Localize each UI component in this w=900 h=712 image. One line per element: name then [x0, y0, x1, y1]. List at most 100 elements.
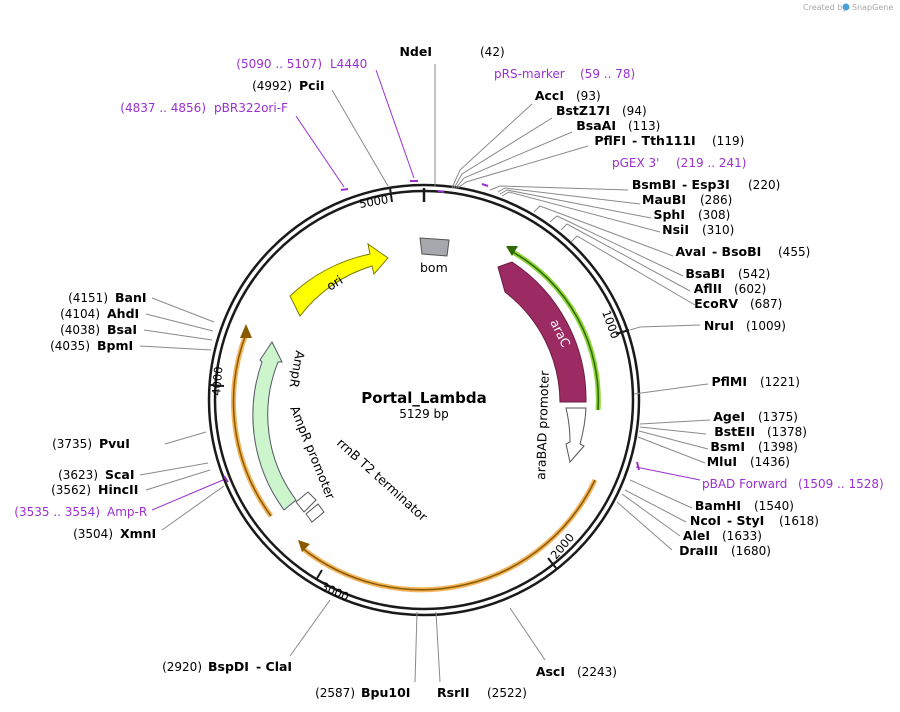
site-mlui[interactable]: MluI (1436) [707, 454, 790, 469]
site-pos: (94) [622, 104, 647, 118]
site-bsaai[interactable]: BsaAI (113) [576, 118, 660, 133]
primer-name: Amp-R [107, 505, 147, 519]
site-pflmi[interactable]: PflMI (1221) [711, 374, 799, 389]
leader-sphi [499, 189, 652, 219]
site-scai[interactable]: (3623) ScaI [58, 467, 134, 482]
site-pos: (286) [700, 193, 732, 207]
site-bsabi[interactable]: BsaBI (542) [685, 266, 770, 281]
site-name: XmnI [120, 526, 156, 541]
site-bsai[interactable]: (4038) BsaI [60, 322, 137, 337]
site-agei[interactable]: AgeI (1375) [713, 409, 798, 424]
primer-range: (5090 .. 5107) [236, 57, 322, 71]
ampr-promoter-arrow[interactable] [295, 491, 317, 513]
arabad-promoter-arrow[interactable] [565, 407, 587, 464]
tick-label-1000: 1000 [599, 308, 622, 340]
site-aflii[interactable]: AflII (602) [694, 281, 767, 296]
site-pos: (119) [712, 134, 744, 148]
ori-arrow[interactable] [289, 242, 389, 317]
tick-label-4000: 4000 [209, 366, 225, 396]
primer-range: (219 .. 241) [676, 156, 746, 170]
tick-3000 [315, 569, 323, 581]
site-pos: (1378) [767, 425, 807, 439]
tick-4000 [209, 384, 225, 387]
site-asci[interactable]: AscI (2243) [536, 664, 617, 679]
site-bamhi[interactable]: BamHI (1540) [695, 498, 794, 513]
site-pos: (2920) [162, 660, 202, 674]
primer-name: pRS-marker [494, 67, 565, 81]
tick-label-3000: 3000 [319, 579, 351, 604]
credit-text: Created by [803, 3, 847, 12]
site-name: AflII [694, 281, 722, 296]
primer-amp-r[interactable]: (3535 .. 3554) Amp-R [14, 505, 147, 519]
snapgene-credit[interactable]: Created by SnapGene [803, 3, 893, 12]
site-bsmbi[interactable]: BsmBI - Esp3I (220) [632, 177, 780, 192]
leader-ecorv [570, 235, 696, 306]
site-bani[interactable]: (4151) BanI [68, 290, 146, 305]
leader-bsmbi [489, 185, 629, 191]
primer-prs-marker[interactable]: pRS-marker (59 .. 78) [494, 67, 635, 81]
site-name: BpmI [97, 338, 133, 353]
bom-box[interactable] [419, 237, 450, 257]
site-name: PvuI [99, 436, 130, 451]
site-ahdi[interactable]: (4104) AhdI [60, 306, 139, 321]
plasmid-name: Portal_Lambda [361, 389, 487, 407]
ampr-promoter-label: AmpR promoter [287, 404, 338, 503]
site-rsrii[interactable]: RsrII (2522) [437, 685, 527, 700]
site-bsteii[interactable]: BstEII (1378) [714, 424, 807, 439]
site-pos: (687) [750, 297, 782, 311]
site-name: MauBI [642, 192, 686, 207]
site-hincii[interactable]: (3562) HincII [51, 482, 138, 497]
promoter-arc-arrowhead [506, 246, 518, 256]
site-pos: (93) [576, 89, 601, 103]
site-bpu10i[interactable]: (2587) Bpu10I [315, 685, 410, 700]
site-alei[interactable]: AleI (1633) [683, 528, 762, 543]
primer-name: L4440 [330, 57, 367, 71]
site-name: AhdI [107, 306, 139, 321]
site-pos: (1009) [746, 319, 786, 333]
site-avai[interactable]: AvaI - BsoBI (455) [676, 244, 811, 259]
primer-marker-pgex [481, 183, 489, 187]
site-name: BsmI [710, 439, 745, 454]
arac-arrow[interactable] [497, 261, 587, 403]
site-sphi[interactable]: SphI (308) [653, 207, 730, 222]
site-acci[interactable]: AccI (93) [535, 88, 601, 103]
site-draiii[interactable]: DraIII (1680) [679, 543, 771, 558]
site-pos: (1221) [760, 375, 800, 389]
site-xmni[interactable]: (3504) XmnI [73, 526, 156, 541]
site-nrui[interactable]: NruI (1009) [704, 318, 786, 333]
site-ndei[interactable]: NdeI (42) [399, 44, 504, 59]
site-ncoi[interactable]: NcoI - StyI (1618) [690, 513, 819, 528]
site-pos: (2522) [487, 686, 527, 700]
site-pflfi[interactable]: PflFI - Tth111I (119) [594, 133, 744, 148]
orange-arc-bottom [301, 479, 596, 591]
site-name: RsrII [437, 685, 470, 700]
site-maubi[interactable]: MauBI (286) [642, 192, 732, 207]
primer-pbr322ori-f[interactable]: (4837 .. 4856) pBR322ori-F [120, 101, 288, 115]
site-pos: (220) [748, 178, 780, 192]
leader-pbad-forward [635, 466, 701, 481]
sites-top: NdeI (42) AccI (93) BstZ17I (94) BsaAI (… [399, 44, 744, 148]
primer-l4440[interactable]: (5090 .. 5107) L4440 [236, 57, 367, 71]
site-name: BsaI [107, 322, 137, 337]
primer-marker-prs [437, 190, 445, 193]
ampr-arrow[interactable] [252, 341, 297, 511]
site-pos: (310) [702, 223, 734, 237]
site-pcii[interactable]: (4992) PciI [252, 78, 324, 93]
site-nsii[interactable]: NsiI (310) [662, 222, 734, 237]
site-bspdi[interactable]: (2920) BspDI - ClaI [162, 659, 292, 674]
site-bsmi[interactable]: BsmI (1398) [710, 439, 798, 454]
site-alt: - StyI [727, 513, 764, 528]
leader-lines [139, 64, 711, 683]
primer-pgex[interactable]: pGEX 3' (219 .. 241) [612, 156, 746, 170]
rrnb-terminator-shape[interactable] [305, 503, 325, 523]
site-ecorv[interactable]: EcoRV (687) [694, 296, 782, 311]
site-pvui[interactable]: (3735) PvuI [52, 436, 130, 451]
site-bstz17i[interactable]: BstZ17I (94) [556, 103, 647, 118]
site-bpmi[interactable]: (4035) BpmI [50, 338, 133, 353]
leader-bsmi [638, 430, 709, 450]
sites-bottom: (2920) BspDI - ClaI (2587) Bpu10I RsrII … [162, 659, 527, 700]
promoter-arc [506, 246, 601, 411]
leader-scai [139, 462, 209, 476]
primer-pbad-forward[interactable]: pBAD Forward (1509 .. 1528) [702, 477, 884, 491]
site-pos: (455) [778, 245, 810, 259]
